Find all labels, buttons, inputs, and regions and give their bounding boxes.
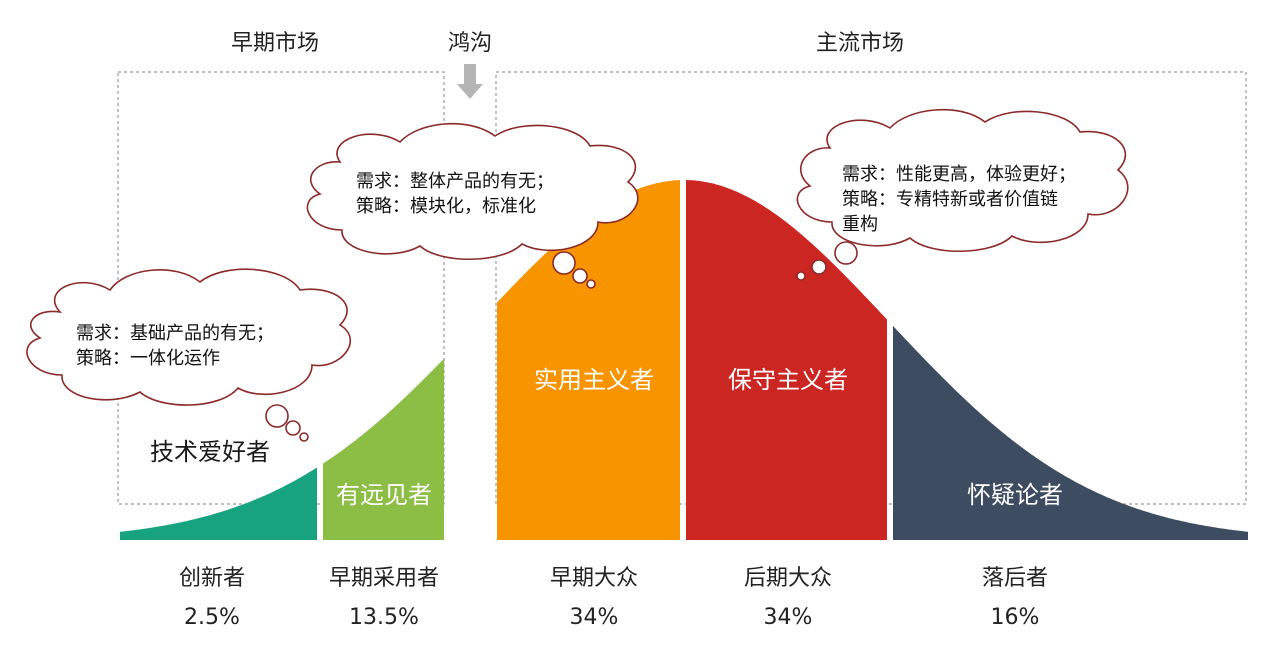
bubble-dot [572, 268, 588, 284]
chasm-arrow-icon [457, 64, 483, 99]
cloud-shape [26, 268, 352, 406]
segment-early-adopters [323, 358, 444, 540]
late-majority-label: 保守主义者 [728, 366, 848, 394]
bubble-dot [265, 404, 289, 428]
bubble-middle-line1: 需求：整体产品的有无； [356, 171, 554, 192]
cloud-shape [306, 122, 639, 261]
bubble-dot [796, 271, 806, 281]
early-majority-label: 实用主义者 [534, 366, 654, 394]
innovators-outer-label: 技术爱好者 [150, 438, 270, 466]
percent-innovators: 2.5% [184, 605, 240, 630]
percent-laggards: 16% [991, 605, 1040, 630]
category-early-adopters: 早期采用者 [329, 566, 439, 591]
mainstream-market-header: 主流市场 [816, 31, 904, 56]
early-market-header: 早期市场 [231, 31, 319, 56]
category-innovators: 创新者 [179, 566, 245, 591]
bubble-middle-line2: 策略：模块化，标准化 [356, 196, 536, 217]
bubble-dot [299, 432, 309, 442]
category-late-majority: 后期大众 [744, 566, 832, 591]
thought-bubble-right: 需求：性能更高，体验更好； 策略：专精特新或者价值链 重构 [796, 108, 1129, 281]
bubble-left-line1: 需求：基础产品的有无； [76, 323, 274, 344]
bubble-right-line2: 策略：专精特新或者价值链 [842, 189, 1058, 210]
segment-laggards [893, 325, 1248, 540]
laggards-label: 怀疑论者 [967, 481, 1063, 509]
early-adopters-label: 有远见者 [336, 481, 432, 509]
bubble-dot [834, 241, 858, 265]
percent-late-majority: 34% [764, 605, 813, 630]
category-laggards: 落后者 [982, 566, 1048, 591]
category-early-majority: 早期大众 [550, 566, 638, 591]
bubble-right-line1: 需求：性能更高，体验更好； [842, 164, 1076, 185]
thought-bubble-left: 需求：基础产品的有无； 策略：一体化运作 [26, 268, 352, 442]
bubble-right-line3: 重构 [842, 214, 878, 235]
thought-bubble-middle: 需求：整体产品的有无； 策略：模块化，标准化 [306, 122, 639, 289]
chasm-header: 鸿沟 [448, 31, 492, 56]
segment-early-majority [497, 180, 680, 540]
segment-innovators [120, 467, 317, 540]
bubble-dot [586, 279, 596, 289]
bubble-left-line2: 策略：一体化运作 [76, 348, 220, 369]
bubble-dot [811, 259, 827, 275]
bubble-dot [285, 420, 301, 436]
segment-late-majority [686, 180, 887, 540]
cloud-shape [796, 108, 1129, 253]
percent-early-majority: 34% [570, 605, 619, 630]
percent-early-adopters: 13.5% [349, 605, 419, 630]
bubble-dot [552, 251, 576, 275]
